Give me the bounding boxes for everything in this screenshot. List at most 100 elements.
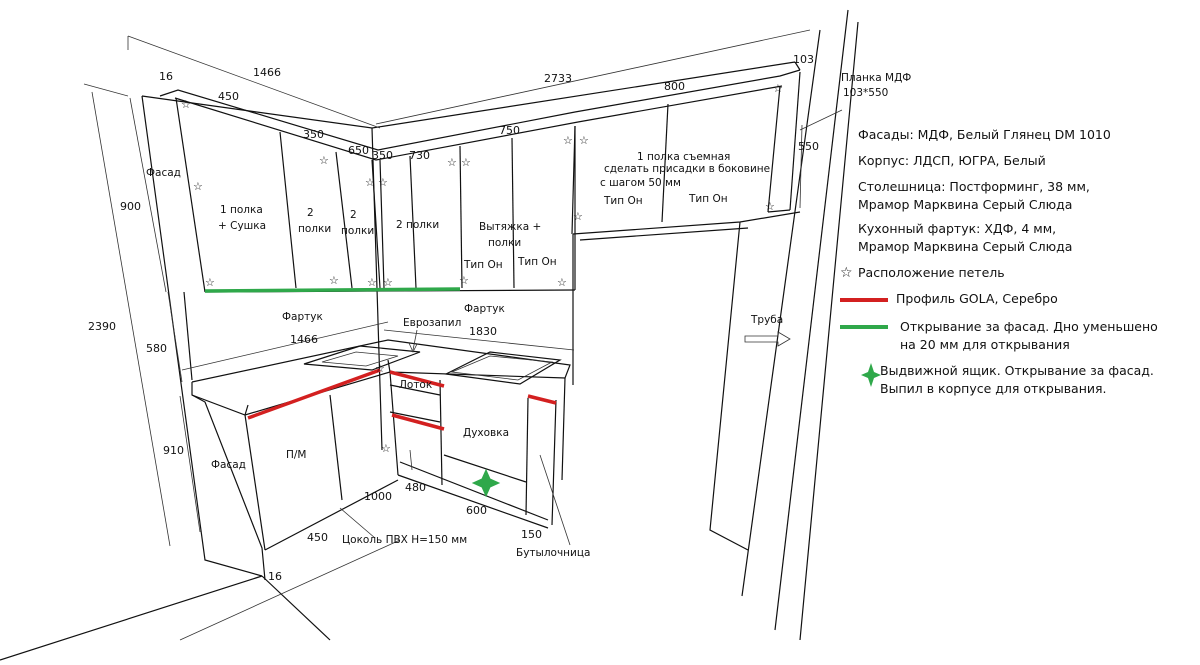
lower-cabinets bbox=[191, 371, 571, 581]
label-facade-upper: Фасад bbox=[146, 167, 181, 179]
hinge-marker: ☆ bbox=[765, 200, 775, 213]
hinge-marker: ☆ bbox=[193, 180, 203, 193]
dim-base-1000: 1000 bbox=[364, 490, 392, 503]
hinge-marker: ☆ bbox=[563, 134, 573, 147]
hinge-star-icon: ☆ bbox=[840, 265, 853, 281]
dim-counter-1466: 1466 bbox=[290, 333, 318, 346]
legend-backsplash-2: Мрамор Марквина Серый Слюда bbox=[858, 239, 1073, 254]
dim-counter-1830: 1830 bbox=[469, 325, 497, 338]
legend-facades: Фасады: МДФ, Белый Глянец DM 1010 bbox=[858, 127, 1111, 142]
label-shelf-dryer-1: 1 полка bbox=[220, 204, 263, 216]
hinge-marker: ☆ bbox=[461, 156, 471, 169]
dim-base-450: 450 bbox=[307, 531, 328, 544]
hinge-marker: ☆ bbox=[329, 274, 339, 287]
label-bottle-holder: Бутылочница bbox=[516, 547, 590, 559]
hinge-marker: ☆ bbox=[383, 276, 393, 289]
label-tip-on-2: Тип Он bbox=[517, 256, 557, 268]
dim-upper-350b: 350 bbox=[372, 149, 393, 162]
hinge-marker: ☆ bbox=[367, 276, 377, 289]
label-facade-lower: Фасад bbox=[211, 459, 246, 471]
label-removable-2: сделать присадки в боковине bbox=[604, 163, 770, 175]
hinge-marker: ☆ bbox=[378, 176, 388, 189]
hinge-marker: ☆ bbox=[365, 176, 375, 189]
dim-top-1466: 1466 bbox=[253, 66, 281, 79]
hinge-marker: ☆ bbox=[459, 274, 469, 287]
hinge-marker: ☆ bbox=[205, 276, 215, 289]
label-oven: Духовка bbox=[463, 427, 509, 439]
dim-height-900: 900 bbox=[120, 200, 141, 213]
legend-countertop-2: Мрамор Марквина Серый Слюда bbox=[858, 197, 1073, 212]
label-apron-right: Фартук bbox=[464, 303, 505, 315]
hinge-marker: ☆ bbox=[381, 442, 391, 455]
legend-drawer-1: Выдвижной ящик. Открывание за фасад. bbox=[880, 363, 1154, 378]
legend-gola: Профиль GOLA, Серебро bbox=[896, 291, 1058, 306]
dim-top-103: 103 bbox=[793, 53, 814, 66]
dim-height-910: 910 bbox=[163, 444, 184, 457]
gola-swatch-icon bbox=[840, 298, 888, 302]
hinge-marker: ☆ bbox=[375, 362, 385, 375]
label-pipe: Труба bbox=[750, 314, 783, 326]
drawer-plus-icon bbox=[861, 363, 881, 387]
dim-height-550: 550 bbox=[798, 140, 819, 153]
label-removable-1: 1 полка съемная bbox=[637, 151, 730, 163]
legend-open-2: на 20 мм для открывания bbox=[900, 337, 1070, 352]
label-apron-left: Фартук bbox=[282, 311, 323, 323]
hinge-marker: ☆ bbox=[557, 276, 567, 289]
dim-height-2390: 2390 bbox=[88, 320, 116, 333]
label-hood-1: Вытяжка + bbox=[479, 221, 541, 233]
hinge-marker: ☆ bbox=[573, 210, 583, 223]
label-hood-2: полки bbox=[488, 237, 521, 249]
label-tip-on-1: Тип Он bbox=[463, 259, 503, 271]
label-eurocut: Еврозапил bbox=[403, 317, 461, 329]
legend-hinges: Расположение петель bbox=[858, 265, 1005, 280]
label-tip-on-4: Тип Он bbox=[688, 193, 728, 205]
dim-base-150: 150 bbox=[521, 528, 542, 541]
label-two-shelves-a1: 2 bbox=[307, 207, 314, 219]
dim-base-480: 480 bbox=[405, 481, 426, 494]
hinge-marker: ☆ bbox=[319, 154, 329, 167]
label-tip-on-3: Тип Он bbox=[603, 195, 643, 207]
dim-upper-350: 350 bbox=[303, 128, 324, 141]
dimension-lines bbox=[83, 29, 843, 547]
legend-drawer-2: Выпил в корпусе для открывания. bbox=[880, 381, 1107, 396]
label-plinth: Цоколь ПВХ Н=150 мм bbox=[342, 534, 467, 546]
legend-countertop-1: Столешница: Постформинг, 38 мм, bbox=[858, 179, 1090, 194]
dimension-texts: 16 1466 2733 103 450 350 650 350 730 750… bbox=[88, 53, 819, 583]
dim-upper-650: 650 bbox=[348, 144, 369, 157]
hinge-marker: ☆ bbox=[447, 156, 457, 169]
dim-upper-750: 750 bbox=[499, 124, 520, 137]
label-two-shelves-b2: полки bbox=[341, 225, 374, 237]
label-two-shelves-b1: 2 bbox=[350, 209, 357, 221]
hinge-stars: ☆☆☆☆☆☆☆☆☆☆☆☆☆☆☆☆☆☆☆☆ bbox=[181, 82, 783, 455]
dim-height-580: 580 bbox=[146, 342, 167, 355]
label-removable-3: с шагом 50 мм bbox=[600, 177, 681, 189]
label-mdf-strip-2: 103*550 bbox=[843, 87, 888, 99]
dim-upper-800: 800 bbox=[664, 80, 685, 93]
label-tray: Лоток bbox=[399, 379, 432, 391]
facade-open-line bbox=[204, 287, 461, 293]
eurocut-arrow bbox=[408, 329, 418, 353]
label-mdf-strip-1: Планка МДФ bbox=[841, 72, 911, 84]
dim-top-2733: 2733 bbox=[544, 72, 572, 85]
hinge-marker: ☆ bbox=[773, 82, 783, 95]
gola-profiles bbox=[247, 368, 557, 431]
label-shelf-dryer-2: + Сушка bbox=[218, 220, 266, 232]
hinge-marker: ☆ bbox=[181, 98, 191, 111]
legend-body: Корпус: ЛДСП, ЮГРА, Белый bbox=[858, 153, 1046, 168]
legend-backsplash-1: Кухонный фартук: ХДФ, 4 мм, bbox=[858, 221, 1057, 236]
label-two-shelves-a2: полки bbox=[298, 223, 331, 235]
drawer-marker bbox=[471, 468, 501, 498]
dim-base-600: 600 bbox=[466, 504, 487, 517]
label-two-shelves-c: 2 полки bbox=[396, 219, 439, 231]
part-labels: Фасад Фасад 1 полка + Сушка 2 полки 2 по… bbox=[146, 72, 911, 559]
pipe-niche bbox=[572, 211, 801, 551]
dim-base-16: 16 bbox=[268, 570, 282, 583]
dim-top-left-16: 16 bbox=[159, 70, 173, 83]
label-dishwasher: П/М bbox=[286, 449, 307, 461]
hinge-marker: ☆ bbox=[579, 134, 589, 147]
countertop bbox=[191, 339, 571, 416]
open-swatch-icon bbox=[840, 325, 888, 329]
dim-upper-450: 450 bbox=[218, 90, 239, 103]
legend-open-1: Открывание за фасад. Дно уменьшено bbox=[900, 319, 1158, 334]
